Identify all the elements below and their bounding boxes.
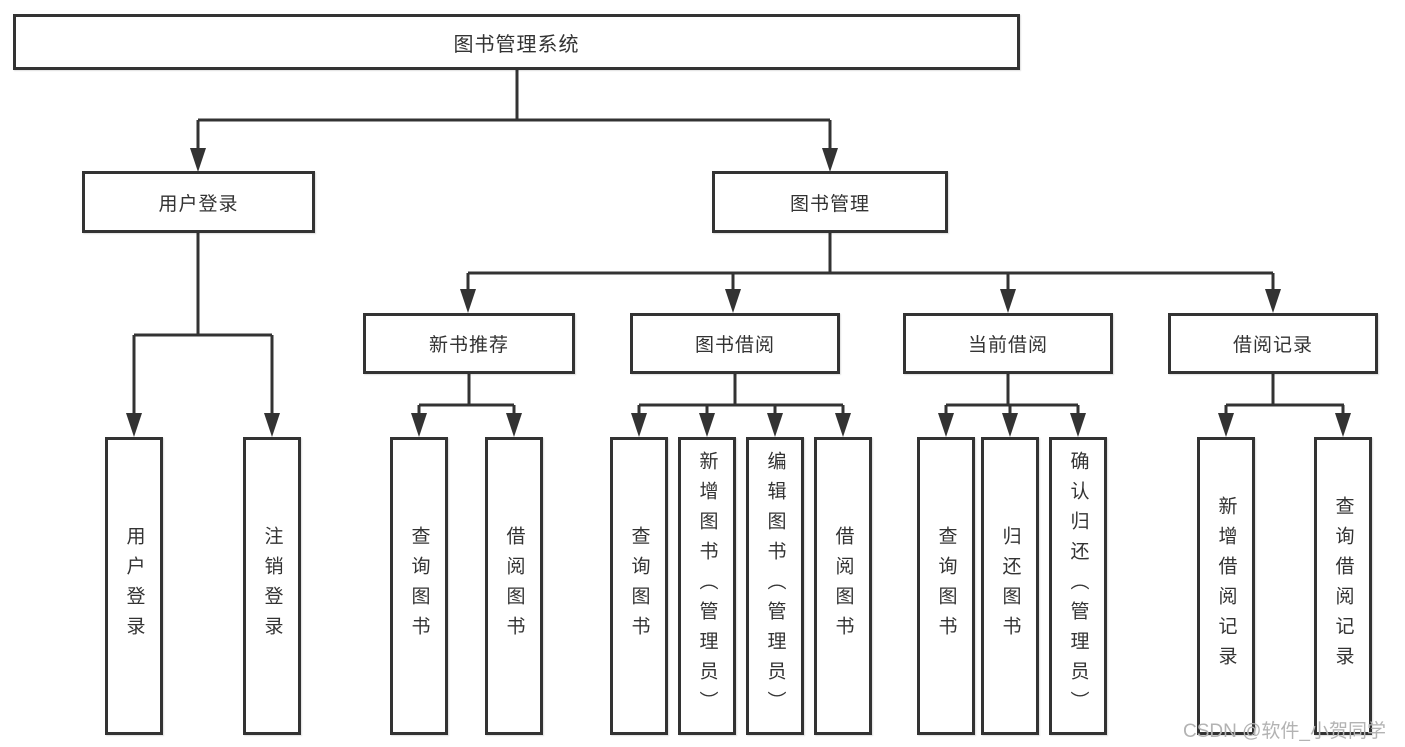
node-label: 查询图书 — [935, 526, 957, 646]
node-label: 查询借阅记录 — [1332, 496, 1354, 676]
node-label: 新增图书（管理员） — [696, 451, 718, 721]
leaf-logout: 注销登录 — [243, 437, 301, 735]
node-label: 借阅记录 — [1232, 335, 1313, 356]
node-current-borrow: 当前借阅 — [903, 313, 1113, 374]
leaf-add-borrow-record: 新增借阅记录 — [1197, 437, 1255, 735]
leaf-edit-books-admin: 编辑图书（管理员） — [746, 437, 804, 735]
node-label: 借阅图书 — [832, 526, 854, 646]
leaf-query-books-current: 查询图书 — [917, 437, 975, 735]
leaf-confirm-return-admin: 确认归还（管理员） — [1049, 437, 1107, 735]
node-library-management-system: 图书管理系统 — [13, 14, 1020, 70]
node-label: 注销登录 — [261, 526, 283, 646]
node-label: 新书推荐 — [428, 335, 509, 356]
leaf-query-books-recommend: 查询图书 — [390, 437, 448, 735]
leaf-query-books-borrow: 查询图书 — [610, 437, 668, 735]
node-label: 用户登录 — [123, 526, 145, 646]
node-label: 用户登录 — [158, 193, 239, 215]
leaf-return-books: 归还图书 — [981, 437, 1039, 735]
leaf-add-books-admin: 新增图书（管理员） — [678, 437, 736, 735]
node-new-book-recommend: 新书推荐 — [363, 313, 575, 374]
node-label: 图书管理 — [789, 193, 870, 215]
node-borrow-records: 借阅记录 — [1168, 313, 1378, 374]
node-label: 新增借阅记录 — [1215, 496, 1237, 676]
node-label: 图书管理系统 — [453, 33, 580, 56]
node-label: 当前借阅 — [967, 335, 1048, 356]
node-label: 查询图书 — [628, 526, 650, 646]
leaf-borrow-books-recommend: 借阅图书 — [485, 437, 543, 735]
leaf-user-login: 用户登录 — [105, 437, 163, 735]
leaf-query-borrow-record: 查询借阅记录 — [1314, 437, 1372, 735]
node-book-management: 图书管理 — [712, 171, 948, 233]
node-label: 编辑图书（管理员） — [764, 451, 786, 721]
node-label: 借阅图书 — [503, 526, 525, 646]
node-label: 归还图书 — [999, 526, 1021, 646]
csdn-watermark: CSDN @软件_小贺同学 — [1183, 721, 1386, 742]
node-label: 图书借阅 — [694, 335, 775, 356]
node-user-login: 用户登录 — [82, 171, 315, 233]
arrowheads — [126, 148, 1351, 437]
node-book-borrow: 图书借阅 — [630, 313, 840, 374]
node-label: 确认归还（管理员） — [1067, 451, 1089, 721]
leaf-borrow-books: 借阅图书 — [814, 437, 872, 735]
node-label: 查询图书 — [408, 526, 430, 646]
